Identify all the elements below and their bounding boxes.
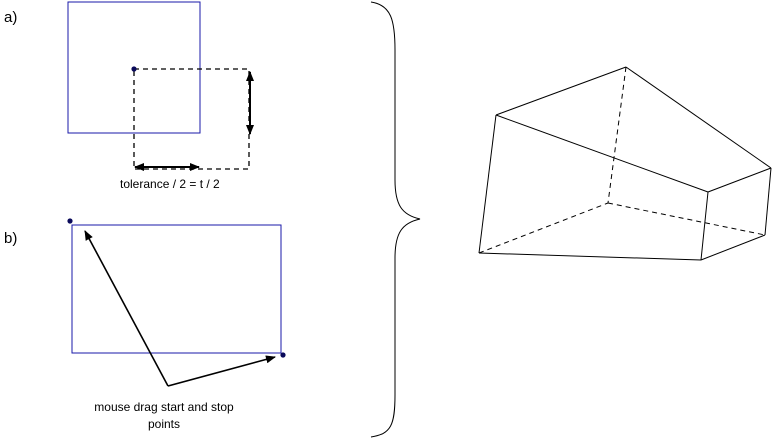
panel-b: b) mouse drag start and stop points bbox=[4, 218, 286, 431]
drag-caption-line1: mouse drag start and stop bbox=[94, 400, 234, 414]
frustum-hidden-edge bbox=[607, 66, 627, 204]
frustum-edge bbox=[495, 114, 709, 193]
panel-a: a) tolerance / 2 = t / 2 bbox=[4, 1, 254, 191]
frustum-hidden-edge bbox=[607, 202, 766, 236]
frustum-hidden-edge bbox=[478, 202, 609, 254]
frustum-edge bbox=[478, 114, 497, 254]
drag-start-point bbox=[67, 218, 73, 224]
frustum-edge bbox=[495, 66, 627, 116]
drag-start-arrow bbox=[84, 230, 169, 387]
tolerance-label: tolerance / 2 = t / 2 bbox=[120, 177, 220, 191]
panel-b-label: b) bbox=[4, 230, 17, 247]
frustum-edge bbox=[764, 167, 772, 236]
tolerance-box-dashed bbox=[133, 68, 250, 170]
curly-brace bbox=[370, 1, 421, 438]
frustum-edge bbox=[478, 252, 702, 261]
drag-stop-arrow bbox=[167, 355, 276, 387]
selection-frustum bbox=[478, 66, 772, 261]
frustum-edge bbox=[707, 167, 772, 193]
pick-box-solid bbox=[67, 1, 201, 134]
frustum-edge bbox=[700, 191, 709, 261]
frustum-edge bbox=[625, 66, 772, 169]
pick-point bbox=[131, 66, 137, 72]
panel-a-label: a) bbox=[4, 9, 17, 26]
drag-stop-point bbox=[280, 352, 286, 358]
drag-selection-rectangle bbox=[71, 224, 282, 354]
frustum-edge bbox=[700, 234, 766, 261]
drag-caption-line2: points bbox=[148, 417, 180, 431]
